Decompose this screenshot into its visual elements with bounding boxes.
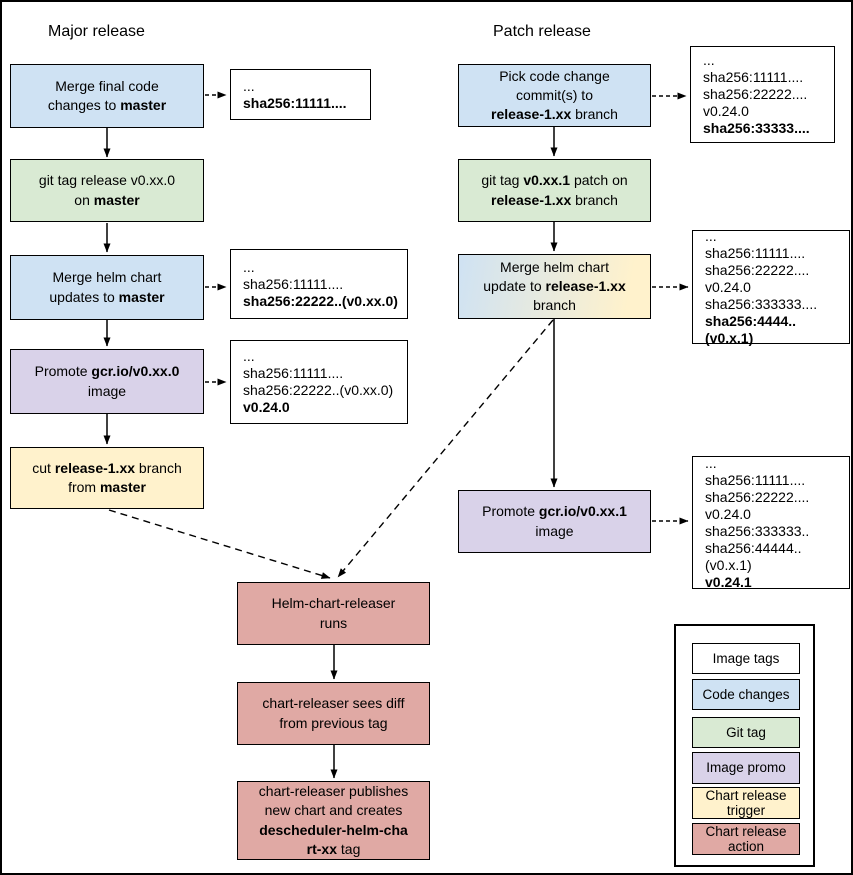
tag-box-major-2: ...sha256:11111....sha256:22222..(v0.xx.… <box>230 249 408 319</box>
patch-release-title: Patch release <box>493 23 591 40</box>
tag-box-patch-1: ...sha256:11111....sha256:22222....v0.24… <box>690 46 835 143</box>
legend-item-image-promo: Image promo <box>692 752 800 784</box>
legend-item-chart-release-trigger: Chart release trigger <box>692 787 800 819</box>
legend-item-chart-release-action: Chart release action <box>692 823 800 855</box>
tag-box-patch-2: ...sha256:11111....sha256:22222....v0.24… <box>692 228 850 346</box>
legend-item-image-tags: Image tags <box>692 643 800 674</box>
arrow-cut-branch-to-releaser <box>108 509 331 579</box>
tag-box-patch-3: ...sha256:11111....sha256:22222....v0.24… <box>692 455 850 590</box>
major-release-title: Major release <box>48 23 145 40</box>
legend-box: Image tags Code changes Git tag Image pr… <box>674 624 815 867</box>
tag-box-major-3: ...sha256:11111....sha256:22222..(v0.xx.… <box>230 340 408 424</box>
legend-item-code-changes: Code changes <box>692 679 800 710</box>
legend-item-git-tag: Git tag <box>692 717 800 748</box>
tag-box-major-1: ...sha256:11111.... <box>230 69 371 120</box>
